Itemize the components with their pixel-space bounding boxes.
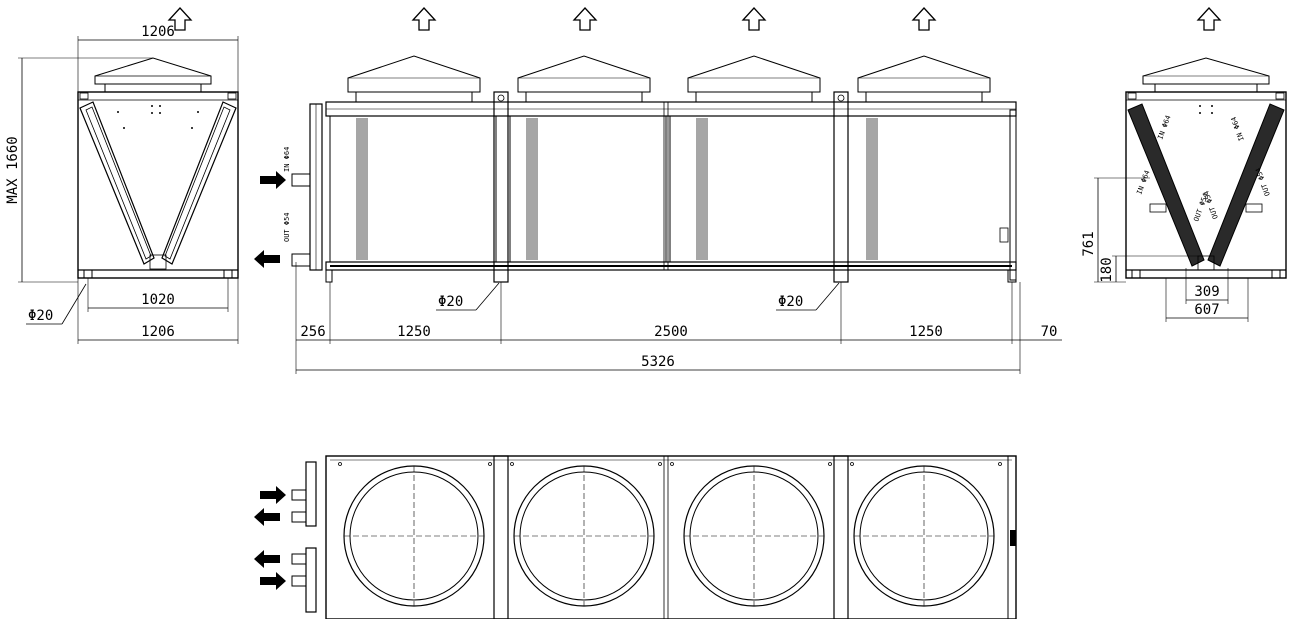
airflow-arrow-icon bbox=[911, 7, 937, 31]
dim-top-width: 1206 bbox=[141, 24, 175, 40]
top-view bbox=[254, 455, 1017, 619]
inlet-arrow-icon bbox=[260, 572, 286, 590]
dim-inner-spacing: 309 bbox=[1194, 284, 1219, 300]
coil-label: IN Φ64 bbox=[1135, 169, 1151, 196]
pipe-inlet-label: IN Φ64 bbox=[283, 147, 291, 172]
inlet-arrow-icon bbox=[260, 486, 286, 504]
dim-header-height: 761 bbox=[1081, 231, 1097, 256]
fan-icon bbox=[683, 465, 825, 607]
leg-diameter-note: Φ20 bbox=[438, 294, 463, 310]
dim-leg-spacing-1: 1250 bbox=[397, 324, 431, 340]
dim-total-length: 5326 bbox=[641, 354, 675, 370]
fan-icon bbox=[513, 465, 655, 607]
airflow-arrow-icon bbox=[1196, 7, 1222, 31]
dim-header-offset: 256 bbox=[300, 324, 325, 340]
airflow-arrow-icon bbox=[741, 7, 767, 31]
dim-bottom-width: 1206 bbox=[141, 324, 175, 340]
outlet-arrow-icon bbox=[254, 250, 280, 268]
dim-low-height: 180 bbox=[1099, 257, 1115, 282]
airflow-arrow-icon bbox=[411, 7, 437, 31]
end-view-left: 1206 MAX 1660 1020 1206 Φ20 bbox=[5, 24, 239, 344]
inlet-arrow-icon bbox=[260, 171, 286, 189]
dim-max-height: MAX 1660 bbox=[5, 136, 21, 203]
fan-icon bbox=[343, 465, 485, 607]
coil-label: IN Φ64 bbox=[1230, 116, 1246, 143]
dim-leg-spacing-2: 2500 bbox=[654, 324, 688, 340]
dim-leg-spacing-3: 1250 bbox=[909, 324, 943, 340]
fan-icon bbox=[853, 465, 995, 607]
dim-outer-spacing: 607 bbox=[1194, 302, 1219, 318]
coil-label: IN Φ64 bbox=[1156, 114, 1172, 141]
leg-diameter-note: Φ20 bbox=[778, 294, 803, 310]
airflow-arrow-icon bbox=[572, 7, 598, 31]
end-view-right: IN Φ64 OUT Φ54 OUT Φ54 IN Φ64 IN Φ64 OUT… bbox=[1081, 57, 1287, 322]
pipe-outlet-label: OUT Φ54 bbox=[283, 212, 291, 242]
outlet-arrow-icon bbox=[254, 550, 280, 568]
outlet-arrow-icon bbox=[254, 508, 280, 526]
airflow-arrow-icon bbox=[167, 7, 193, 31]
airflow-arrows bbox=[167, 7, 1222, 31]
dim-inner-width: 1020 bbox=[141, 292, 175, 308]
leg-diameter-note: Φ20 bbox=[28, 308, 53, 324]
dim-end-offset: 70 bbox=[1041, 324, 1058, 340]
front-view: IN Φ64 OUT Φ54 bbox=[254, 55, 1062, 374]
coil-label: OUT Φ54 bbox=[1254, 167, 1272, 197]
